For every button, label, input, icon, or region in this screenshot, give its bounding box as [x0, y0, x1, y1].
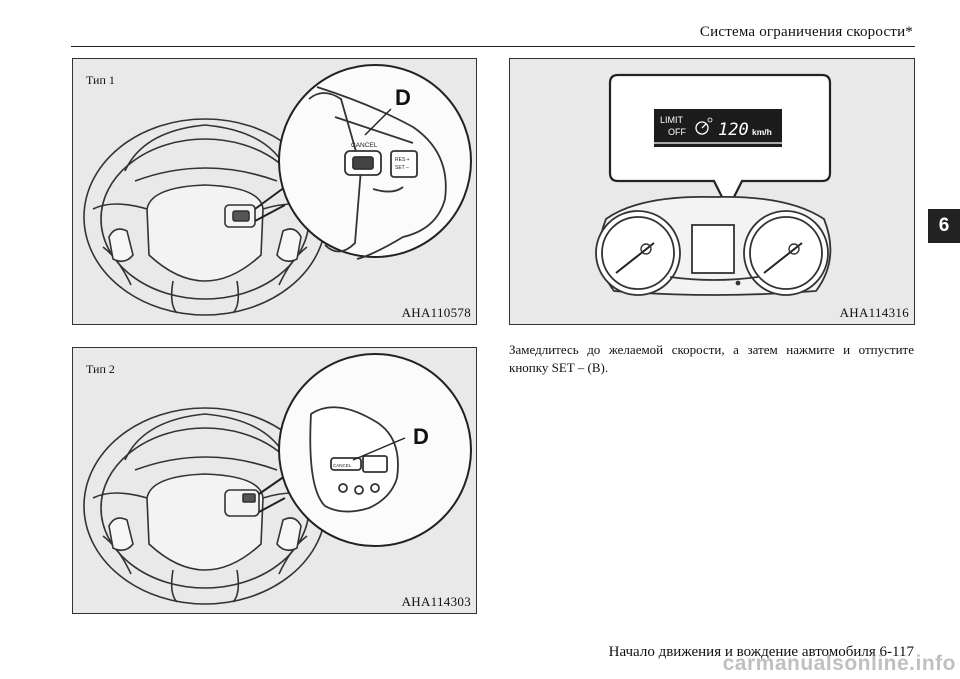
display-off-text: OFF [668, 127, 686, 137]
svg-text:SET –: SET – [395, 165, 409, 171]
steering-wheel-type2-illustration: CANCEL D [83, 353, 472, 605]
figure-instrument-cluster: LIMIT OFF 120 km/h AHA114316 [509, 58, 915, 325]
steering-wheel-type1-illustration: CANCEL RES + SET – D [83, 64, 472, 316]
page-header-title: Система ограничения скорости* [699, 24, 913, 40]
display-speed-value: 120 [718, 120, 749, 140]
display-limit-text: LIMIT [660, 115, 684, 125]
figure-type1-steering-wheel: CANCEL RES + SET – D Тип 1 AHA110578 [72, 58, 477, 325]
figure-type2-steering-wheel: CANCEL D Тип 2 AHA114303 [72, 347, 477, 614]
instrument-cluster-illustration: LIMIT OFF 120 km/h [595, 73, 832, 296]
figure-code: AHA114303 [401, 594, 471, 609]
figure-type-label: Тип 2 [86, 362, 115, 376]
figure-code: AHA110578 [401, 305, 471, 320]
display-speed-unit: km/h [752, 127, 772, 137]
res-set-button-label: RES + [395, 157, 410, 163]
instruction-paragraph: Замедлитесь до желаемой скорости, а зате… [509, 342, 914, 375]
cancel-button-label: CANCEL [333, 463, 352, 468]
figure-type-label: Тип 1 [86, 73, 115, 87]
callout-d-label: D [413, 424, 429, 449]
watermark: carmanualsonline.info [722, 652, 956, 675]
page-footer: Начало движения и вождение автомобиля 6-… [608, 644, 914, 660]
speed-limiter-icon [695, 117, 713, 135]
callout-d-label: D [395, 85, 411, 110]
header-rule [71, 46, 915, 47]
cancel-button-label: CANCEL [351, 142, 378, 149]
chapter-tab[interactable]: 6 [928, 209, 960, 243]
figure-code: AHA114316 [839, 305, 909, 320]
